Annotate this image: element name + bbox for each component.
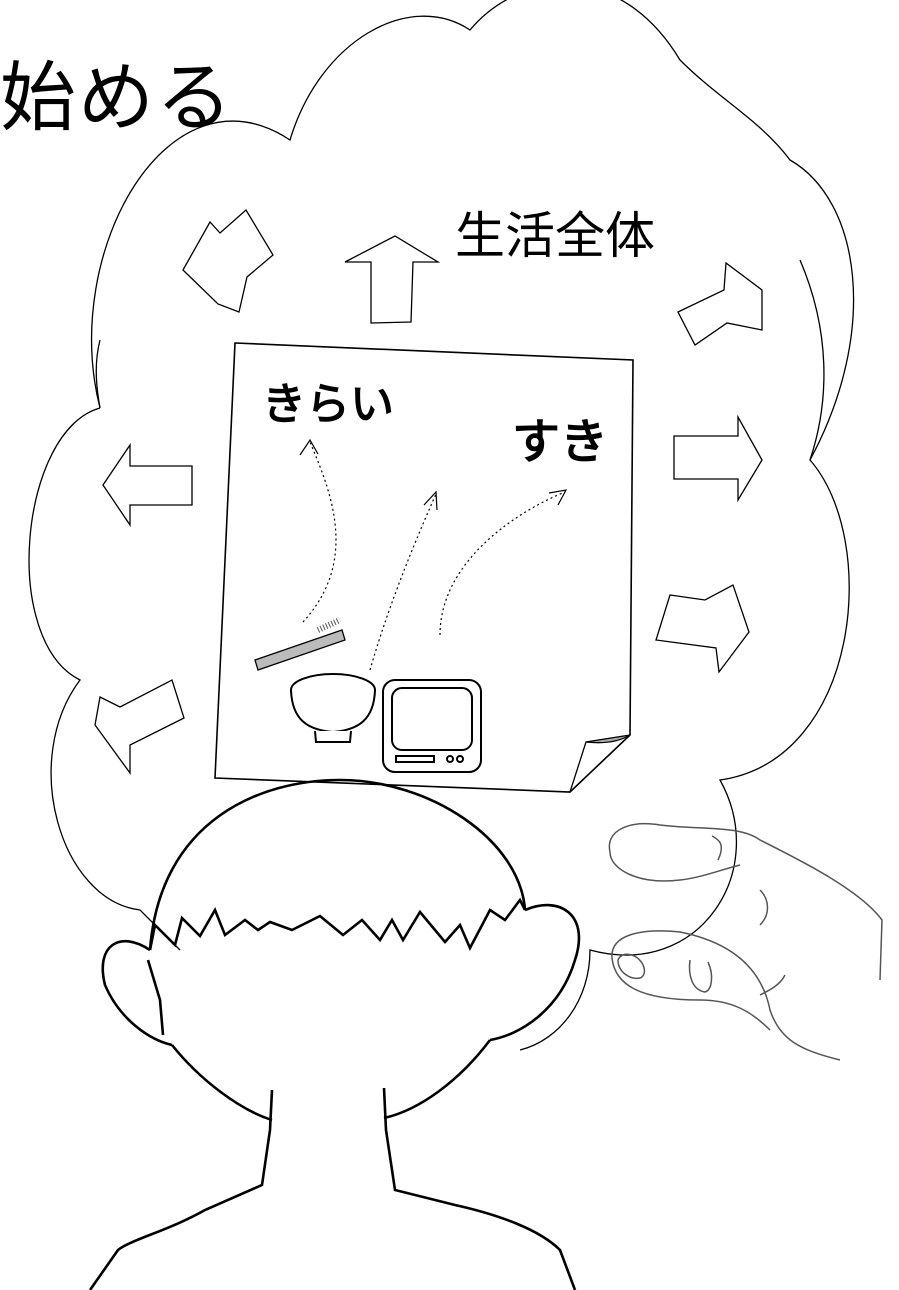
tv-icon xyxy=(382,679,482,773)
thought-cloud xyxy=(28,0,855,1051)
like-label: すき xyxy=(512,414,609,470)
hand-icon xyxy=(608,823,883,1061)
cloud-label: 生活全体 xyxy=(455,207,655,265)
page-title: 始める xyxy=(0,53,234,142)
toothbrush-icon xyxy=(254,617,346,671)
bowl-icon xyxy=(290,673,376,743)
dotted-arrow xyxy=(302,441,566,671)
arrow-icon xyxy=(94,208,763,775)
dislike-label: きらい xyxy=(262,379,394,430)
child-head xyxy=(88,778,581,1290)
